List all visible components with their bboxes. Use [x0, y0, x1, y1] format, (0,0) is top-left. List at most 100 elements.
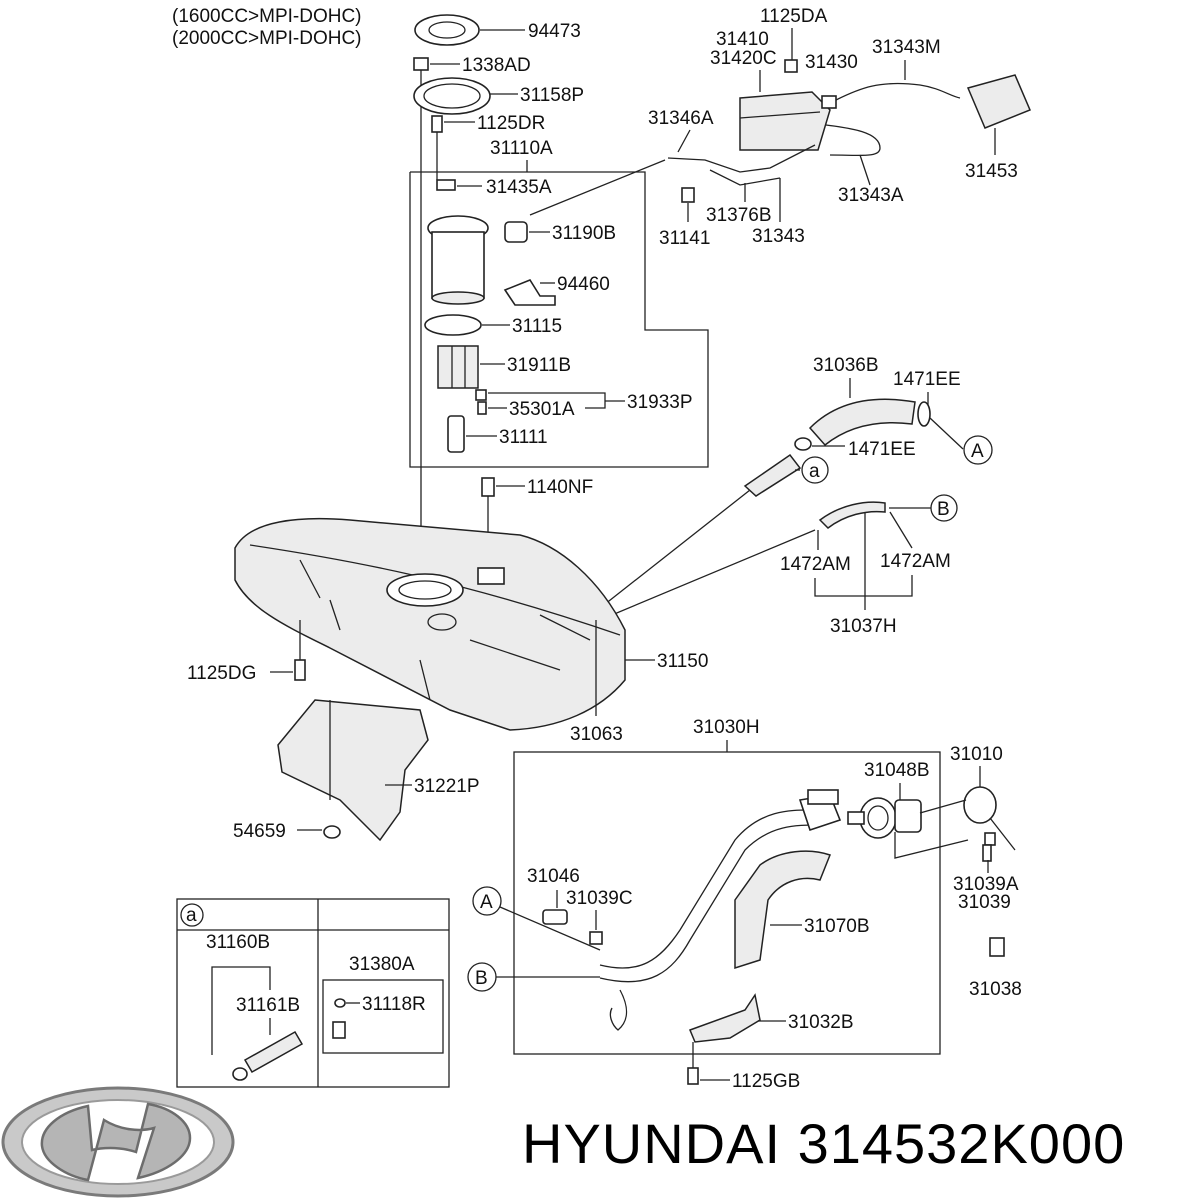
label-31343M: 31343M	[872, 37, 941, 58]
label-31453: 31453	[965, 161, 1018, 182]
label-1472AM-left: 1472AM	[780, 554, 851, 575]
label-31010: 31010	[950, 744, 1003, 765]
callout-a-inset	[180, 903, 204, 927]
label-31190B: 31190B	[552, 223, 616, 244]
filler-assembly-box	[513, 751, 941, 1055]
label-31036B: 31036B	[813, 355, 879, 376]
part-31038	[989, 937, 1005, 957]
part-filler-pipe	[599, 789, 842, 983]
part-number-caption: HYUNDAI 314532K000	[522, 1112, 1125, 1175]
part-54659	[323, 825, 341, 839]
part-31070B	[734, 850, 831, 970]
label-1338AD: 1338AD	[462, 55, 531, 76]
callout-A-left-text: A	[480, 892, 493, 913]
callout-B-left-text: B	[475, 968, 488, 989]
label-94473: 94473	[528, 21, 581, 42]
label-54659: 54659	[233, 821, 286, 842]
label-1471EE-bottom: 1471EE	[848, 439, 916, 460]
label-1125DG: 1125DG	[187, 663, 256, 684]
part-canister-31410	[739, 91, 831, 151]
part-35301A	[475, 389, 487, 415]
part-31046	[542, 909, 568, 925]
engine-note-2000: (2000CC>MPI-DOHC)	[172, 28, 362, 49]
callout-a-inset-text: a	[186, 905, 197, 926]
part-31111	[447, 415, 465, 453]
leader-pump-to-hose	[529, 159, 666, 216]
label-31435A: 31435A	[486, 177, 552, 198]
part-31048B	[847, 797, 922, 839]
label-31141: 31141	[659, 228, 710, 249]
label-1125DR: 1125DR	[477, 113, 545, 134]
label-31030H: 31030H	[693, 717, 760, 738]
label-31115: 31115	[512, 316, 562, 337]
label-31032B: 31032B	[788, 1012, 854, 1033]
engine-note-1600: (1600CC>MPI-DOHC)	[172, 6, 362, 27]
part-1125GB	[687, 1067, 699, 1085]
label-31158P: 31158P	[520, 85, 584, 106]
part-31161B	[232, 1030, 304, 1081]
callout-A-left	[472, 886, 502, 916]
label-31376B: 31376B	[706, 205, 772, 226]
part-31141	[681, 187, 695, 203]
label-35301A: 35301A	[509, 399, 575, 420]
label-31346A: 31346A	[648, 108, 714, 129]
part-fuel-tank-31150	[234, 517, 626, 731]
leader-tank-to-vent	[599, 529, 816, 621]
part-31039A	[982, 832, 996, 862]
part-31911B	[437, 345, 479, 389]
part-hose-31343A	[825, 124, 881, 157]
part-1125DG	[294, 659, 306, 681]
part-hose-31037H	[818, 501, 886, 529]
label-31110A: 31110A	[490, 138, 553, 159]
part-31158P	[413, 77, 491, 115]
label-31039A: 31039A	[953, 874, 1019, 895]
part-94473	[414, 14, 480, 46]
label-31911B: 31911B	[507, 355, 571, 376]
part-31032B	[689, 993, 761, 1043]
callout-A-right	[963, 435, 993, 465]
callout-B-right-text: B	[937, 499, 950, 520]
label-31221P: 31221P	[414, 776, 480, 797]
part-clamp-1471EE-top	[917, 401, 931, 427]
part-fuel-pump-body	[427, 215, 489, 305]
label-1472AM-right: 1472AM	[880, 551, 951, 572]
label-31038: 31038	[969, 979, 1022, 1000]
label-1125DA: 1125DA	[760, 6, 828, 27]
part-94460	[503, 279, 556, 306]
label-31048B: 31048B	[864, 760, 930, 781]
label-31037H: 31037H	[830, 616, 897, 637]
leader-tank-to-filler	[594, 489, 751, 613]
part-1140NF	[481, 477, 495, 497]
part-1338AD	[413, 57, 429, 71]
callout-A-right-text: A	[971, 441, 984, 462]
part-1125DA	[784, 59, 798, 73]
part-clamp-1471EE-bottom	[794, 437, 812, 451]
label-1140NF: 1140NF	[527, 477, 593, 498]
part-hose-31346A	[667, 144, 816, 173]
part-31430	[821, 95, 837, 109]
label-31380A: 31380A	[349, 954, 415, 975]
label-31118R: 31118R	[362, 994, 426, 1015]
part-31118R	[332, 998, 346, 1039]
part-31063-pipe	[743, 453, 802, 497]
part-vent-clamp	[609, 989, 628, 1031]
label-1125GB: 1125GB	[732, 1071, 800, 1092]
label-31046: 31046	[527, 866, 580, 887]
part-hose-31376B	[709, 169, 781, 186]
label-31039: 31039	[958, 892, 1011, 913]
part-1125DR	[431, 115, 443, 133]
label-31161B: 31161B	[236, 995, 300, 1016]
part-heat-shield-31221P	[277, 699, 429, 842]
label-31111: 31111	[499, 427, 548, 448]
callout-a-small	[801, 456, 829, 484]
label-31430: 31430	[805, 52, 858, 73]
label-31063: 31063	[570, 724, 623, 745]
part-hose-31036B	[808, 398, 916, 447]
label-94460: 94460	[557, 274, 610, 295]
hyundai-logo	[1, 1086, 235, 1198]
part-hose-31343M	[835, 82, 961, 101]
label-31343: 31343	[752, 226, 805, 247]
label-31933P: 31933P	[627, 392, 693, 413]
label-31410: 31410	[716, 29, 769, 50]
part-31453	[966, 74, 1031, 129]
